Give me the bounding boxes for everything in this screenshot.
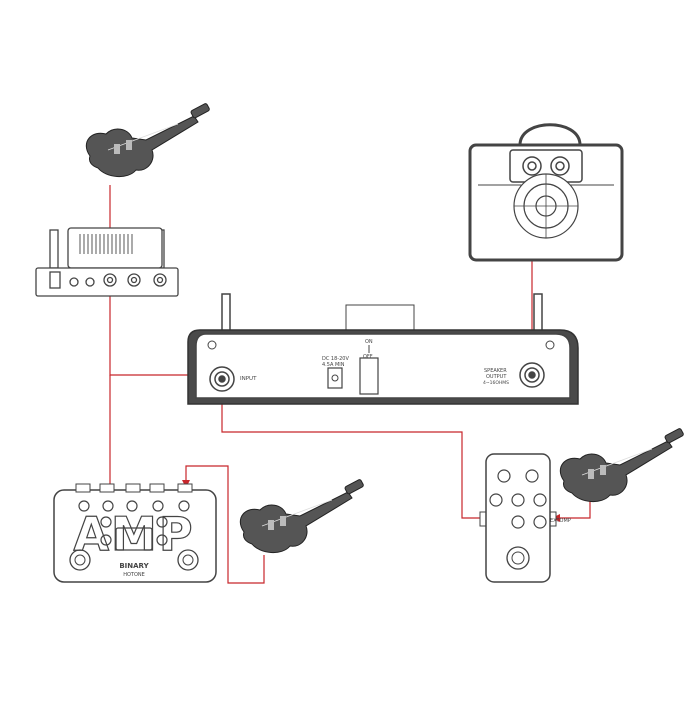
speaker-ohms-label: 4~16OHMS: [483, 380, 509, 386]
speaker-output-label-2: OUTPUT: [486, 374, 507, 380]
dc-spec-label: DC 18-20V: [322, 356, 349, 362]
speaker-output-label-1: SPEAKER: [484, 368, 507, 374]
cable-guitar-to-stomp: [554, 500, 591, 519]
mini-amp-head-icon: [35, 227, 179, 297]
cable-power-amp-to-stomp: [221, 380, 486, 519]
power-off-label: OFF: [363, 354, 373, 360]
speaker-cabinet-icon: [468, 123, 624, 262]
stomp-pedal-icon: [479, 453, 557, 583]
cable-guitar-to-amp-pedal: [185, 465, 265, 584]
dc-current-label: 4.5A MIN: [322, 362, 345, 368]
amp-title: AMP: [73, 507, 194, 561]
guitar-icon: [559, 427, 685, 503]
guitar-icon: [239, 478, 365, 554]
binary-label: BINARY: [119, 562, 149, 570]
power-on-label: ON: [365, 339, 373, 345]
amp-pedal-icon: [53, 483, 217, 583]
power-amp-icon: [187, 293, 579, 405]
input-label: INPUT: [240, 376, 257, 382]
guitar-icon: [85, 102, 211, 178]
extomp-label: EXTOMP: [550, 518, 571, 524]
hotone-brand-label: HOTONE: [123, 572, 145, 578]
